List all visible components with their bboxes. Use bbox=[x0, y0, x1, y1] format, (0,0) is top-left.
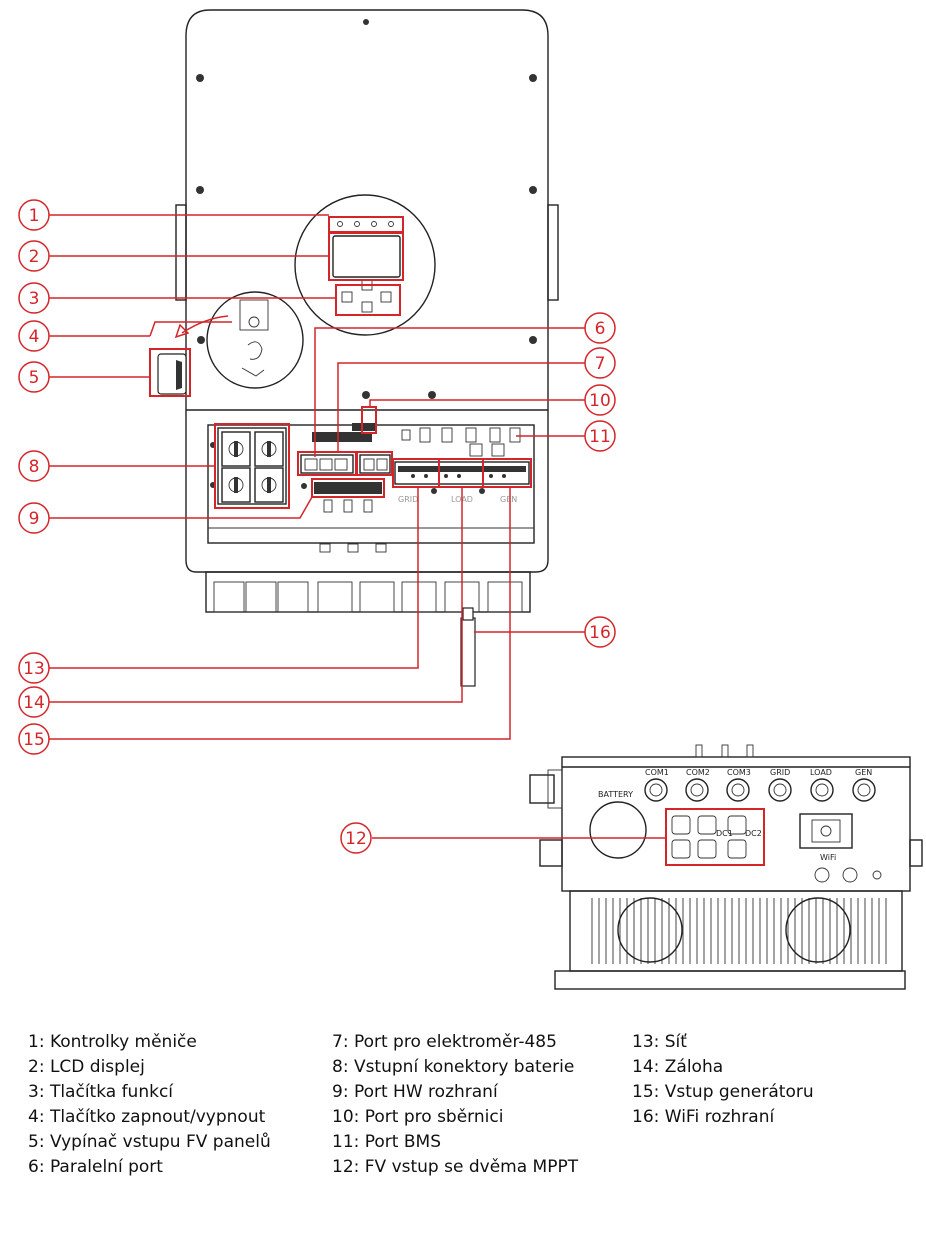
callout-14-number: 14 bbox=[23, 693, 45, 713]
legend-item-9: 9: Port HW rozhraní bbox=[332, 1082, 498, 1102]
legend-column-2: 7: Port pro elektroměr-485 8: Vstupní ko… bbox=[332, 1030, 578, 1180]
callout-9-number: 9 bbox=[29, 509, 40, 529]
callout-4: 4 bbox=[18, 320, 50, 352]
com1-label: COM1 bbox=[645, 768, 669, 777]
legend-item-13: 13: Síť bbox=[632, 1032, 687, 1052]
dc1-label: DC1 bbox=[716, 829, 733, 838]
gen-port-label: GEN bbox=[855, 768, 872, 777]
callout-10-number: 10 bbox=[589, 391, 611, 411]
legend-item-5: 5: Vypínač vstupu FV panelů bbox=[28, 1132, 271, 1152]
callout-8-number: 8 bbox=[29, 457, 40, 477]
inverter-front-view: GRID LOAD GEN bbox=[157, 9, 559, 687]
callout-6: 6 bbox=[584, 312, 616, 344]
callout-2-number: 2 bbox=[29, 247, 40, 267]
callout-13: 13 bbox=[18, 652, 50, 684]
callout-6-number: 6 bbox=[595, 319, 606, 339]
legend-item-12: 12: FV vstup se dvěma MPPT bbox=[332, 1157, 579, 1177]
battery-port-label: BATTERY bbox=[598, 790, 633, 799]
callout-7-number: 7 bbox=[595, 354, 606, 374]
callout-8: 8 bbox=[18, 450, 50, 482]
com2-label: COM2 bbox=[686, 768, 710, 777]
com3-label: COM3 bbox=[727, 768, 751, 777]
legend-item-2: 2: LCD displej bbox=[28, 1057, 145, 1077]
legend-item-15: 15: Vstup generátoru bbox=[632, 1082, 814, 1102]
grid-terminal-label: GRID bbox=[398, 495, 418, 504]
legend-item-4: 4: Tlačítko zapnout/vypnout bbox=[28, 1107, 266, 1127]
heatsink-fins bbox=[591, 898, 887, 964]
legend-item-8: 8: Vstupní konektory baterie bbox=[332, 1057, 575, 1077]
callout-1-number: 1 bbox=[29, 206, 40, 226]
legend-item-14: 14: Záloha bbox=[632, 1057, 724, 1077]
legend-column-1: 1: Kontrolky měniče 2: LCD displej 3: Tl… bbox=[28, 1030, 271, 1180]
callout-9: 9 bbox=[18, 502, 50, 534]
legend-column-3: 13: Síť 14: Záloha 15: Vstup generátoru … bbox=[632, 1030, 814, 1130]
inverter-diagram: GRID LOAD GEN bbox=[18, 9, 923, 990]
callout-11-number: 11 bbox=[589, 427, 611, 447]
legend-item-16: 16: WiFi rozhraní bbox=[632, 1107, 775, 1127]
callout-3: 3 bbox=[18, 282, 50, 314]
callout-11: 11 bbox=[584, 420, 616, 452]
wifi-port-label: WiFi bbox=[820, 853, 836, 862]
grid-port-label: GRID bbox=[770, 768, 790, 777]
legend-item-10: 10: Port pro sběrnici bbox=[332, 1107, 504, 1127]
load-port-label: LOAD bbox=[810, 768, 832, 777]
legend-item-6: 6: Paralelní port bbox=[28, 1157, 163, 1177]
callout-12-number: 12 bbox=[345, 829, 367, 849]
legend-item-1: 1: Kontrolky měniče bbox=[28, 1032, 197, 1052]
callout-16-number: 16 bbox=[589, 623, 611, 643]
legend-item-3: 3: Tlačítka funkcí bbox=[28, 1082, 174, 1102]
callout-16: 16 bbox=[584, 616, 616, 648]
callout-2: 2 bbox=[18, 240, 50, 272]
leader-lines bbox=[48, 214, 666, 839]
callout-7: 7 bbox=[584, 347, 616, 379]
callout-13-number: 13 bbox=[23, 659, 45, 679]
dc2-label: DC2 bbox=[745, 829, 762, 838]
gen-terminal-label: GEN bbox=[500, 495, 517, 504]
legend-item-11: 11: Port BMS bbox=[332, 1132, 441, 1152]
callout-1: 1 bbox=[18, 199, 50, 231]
callout-15: 15 bbox=[18, 723, 50, 755]
legend-item-7: 7: Port pro elektroměr-485 bbox=[332, 1032, 557, 1052]
callout-3-number: 3 bbox=[29, 289, 40, 309]
callout-5-number: 5 bbox=[29, 368, 40, 388]
callout-10: 10 bbox=[584, 384, 616, 416]
callout-14: 14 bbox=[18, 686, 50, 718]
inverter-bottom-view: BATTERY COM1 COM2 COM3 GRID LOAD GEN DC1… bbox=[529, 744, 923, 990]
callout-4-number: 4 bbox=[29, 327, 40, 347]
callout-12: 12 bbox=[340, 822, 372, 854]
callout-15-number: 15 bbox=[23, 730, 45, 750]
callout-5: 5 bbox=[18, 361, 50, 393]
